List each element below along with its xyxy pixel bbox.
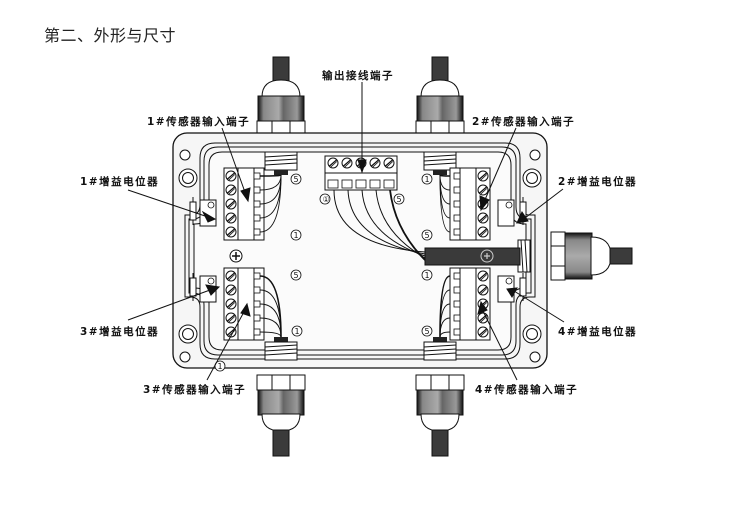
svg-text:1: 1 <box>218 362 223 371</box>
lid-screw-left <box>229 249 243 263</box>
svg-text:1: 1 <box>425 271 430 280</box>
pin-marker-output-last: 5 <box>393 193 405 205</box>
svg-text:1: 1 <box>425 175 430 184</box>
sensor3-terminal-block <box>189 267 282 341</box>
label-sensor4-input: 4#传感器输入端子 <box>475 383 578 396</box>
label-sensor1-input: 1#传感器输入端子 <box>147 115 250 128</box>
cable-gland-right <box>550 231 633 281</box>
inner-nut-right <box>517 239 531 273</box>
label-output-terminal: 输出接线端子 <box>322 69 394 82</box>
cable-gland-top-left <box>256 56 306 137</box>
leader-lines <box>127 82 565 381</box>
gain4-potentiometer <box>497 273 527 303</box>
label-gain3-pot: 3#增益电位器 <box>80 325 159 338</box>
svg-text:5: 5 <box>294 175 299 184</box>
svg-text:5: 5 <box>425 327 430 336</box>
label-sensor3-input: 3#传感器输入端子 <box>143 383 246 396</box>
mount-hole-bottom-left <box>178 324 198 363</box>
label-sensor2-input: 2#传感器输入端子 <box>472 115 575 128</box>
inner-nut-top-left <box>264 151 298 175</box>
mount-hole-top-right <box>522 149 542 188</box>
label-gain2-pot: 2#增益电位器 <box>558 175 637 188</box>
cable-gland-top-right <box>415 56 465 137</box>
sensor2-terminal-block <box>439 167 527 241</box>
output-wires <box>333 189 426 261</box>
mount-hole-top-left <box>178 149 198 188</box>
label-gain4-pot: 4#增益电位器 <box>558 325 637 338</box>
svg-text:5: 5 <box>294 271 299 280</box>
pin-marker-output-first: ① <box>319 193 331 205</box>
mount-hole-bottom-right <box>522 324 542 363</box>
svg-text:5: 5 <box>397 195 402 204</box>
sensor1-terminal-block <box>189 167 282 241</box>
sensor4-terminal-block <box>439 267 527 341</box>
cable-gland-bottom-right <box>415 374 465 457</box>
pin-markers: ① 5 5 1 5 1 1 5 1 5 1 <box>214 173 433 372</box>
svg-text:5: 5 <box>425 231 430 240</box>
section-title: 第二、外形与尺寸 <box>44 26 177 45</box>
label-gain1-pot: 1#增益电位器 <box>80 175 159 188</box>
cable-gland-bottom-left <box>256 374 306 457</box>
inner-nut-bottom-right <box>423 337 457 361</box>
inner-nut-top-right <box>423 151 457 175</box>
svg-text:①: ① <box>323 195 330 204</box>
svg-text:1: 1 <box>295 327 300 336</box>
inner-nut-bottom-left <box>264 337 298 361</box>
output-cable-internal <box>424 247 521 266</box>
svg-text:1: 1 <box>294 231 299 240</box>
